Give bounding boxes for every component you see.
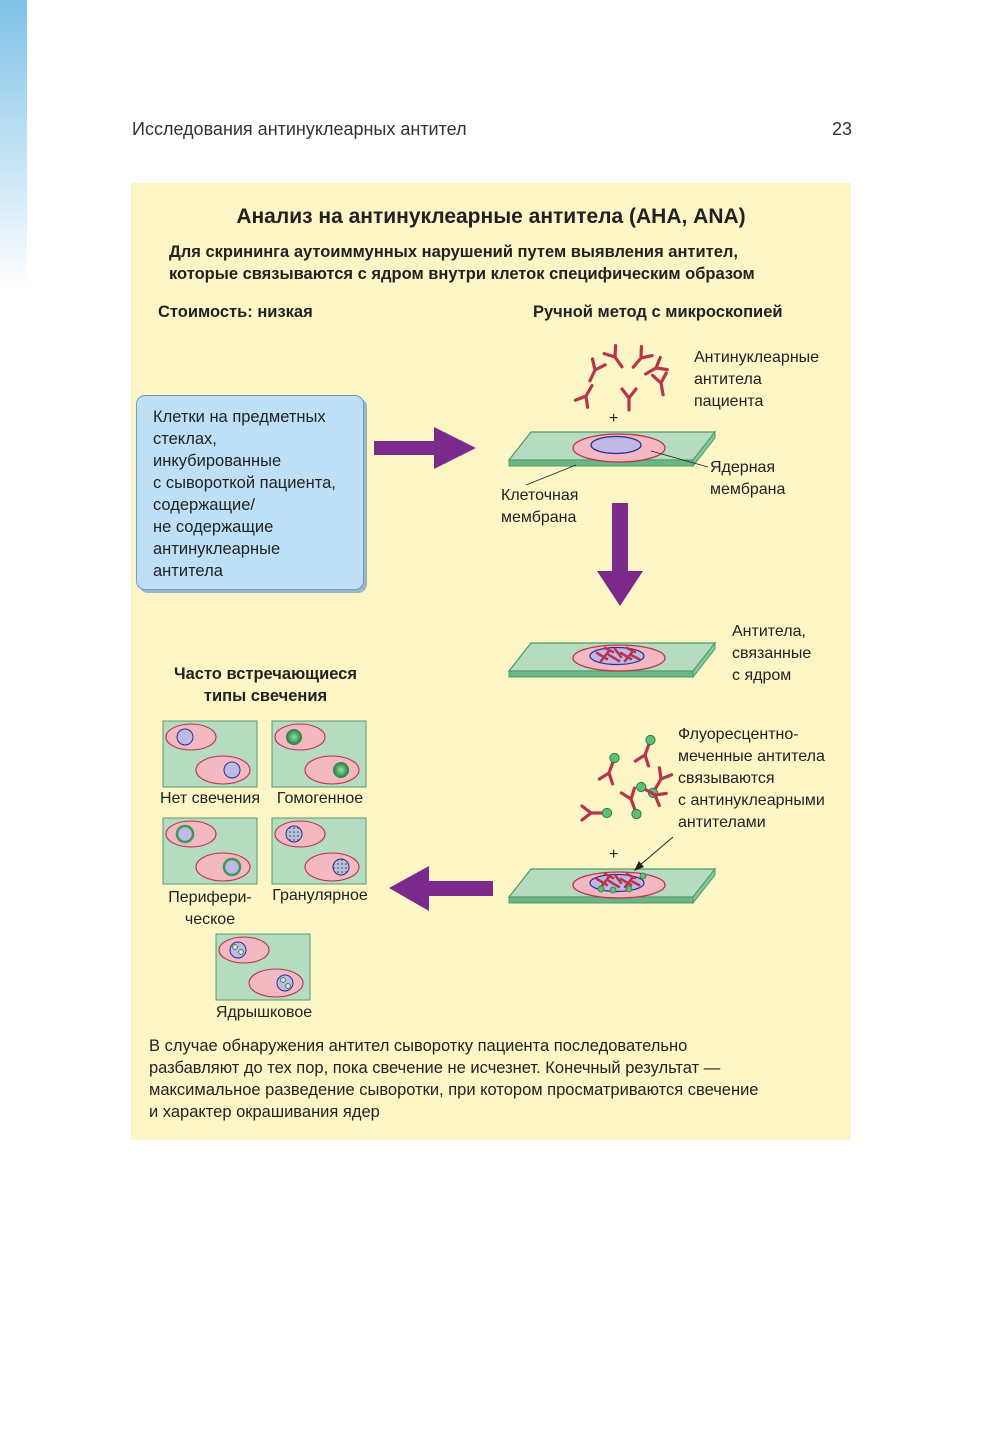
box-line: антитела [153,562,223,580]
purpose-line: которые связываются с ядром внутри клето… [169,265,755,283]
footer-line: максимальное разведение сыворотки, при к… [149,1081,759,1099]
fluorescent-pointer-arrow [634,836,674,871]
label-line: меченные антитела [678,748,825,765]
fluorescent-antibodies-label: Флуоресцентно- меченные антитела связыва… [678,724,825,834]
fluorescent-antibodies-icon [580,731,674,823]
diagram-title: Анализ на антинуклеарные антитела (АНА, … [236,205,746,228]
footer-line: разбавляют до тех пор, пока свечение не … [149,1059,721,1077]
heading-line: Часто встречающиеся [174,665,357,683]
label-line: связанные [732,645,812,662]
bound-antibodies-label: Антитела, связанные с ядром [732,621,811,687]
cell-membrane-label: Клеточная мембрана [501,485,578,529]
slide-fluorescent-icon [508,868,716,904]
pattern-tile-nucleolar [215,933,311,1001]
pattern-tile-homogeneous [271,720,367,788]
box-line: антинуклеарные [153,540,281,558]
input-description-box: Клетки на предметных стеклах, инкубирова… [136,395,364,590]
method-label: Ручной метод с микроскопией [533,303,783,321]
heading-line: типы свечения [203,687,328,705]
pattern-tile-granular [271,817,367,885]
nuclear-membrane-label: Ядерная мембрана [710,457,785,501]
purpose-text: Для скрининга аутоиммунных нарушений пут… [169,241,755,285]
box-line: не содержащие [153,518,274,536]
pattern-caption-homogeneous: Гомогенное [276,790,364,807]
label-line: Клеточная [501,487,579,504]
caption-line: Перифери- [168,889,252,906]
pattern-caption-peripheral: Перифери- ческое [143,887,277,931]
arrow-down [597,503,643,606]
slide-bound-antibodies-icon [508,642,716,678]
caption-line: ческое [184,911,236,928]
box-line: инкубированные [153,452,282,470]
diagram-graphics [162,344,716,1001]
slide-with-cell-icon [508,431,716,467]
pattern-caption-granular: Гранулярное [272,887,368,904]
page-number: 23 [831,119,852,139]
pattern-caption-none: Нет свечения [159,790,261,807]
box-line: стеклах, [153,430,217,448]
purpose-line: Для скрининга аутоиммунных нарушений пут… [169,243,738,261]
label-line: с ядром [732,667,792,684]
pattern-caption-nucleolar: Ядрышковое [215,1004,313,1021]
label-line: Ядерная [710,459,776,476]
running-title: Исследования антинуклеарных антител [132,119,467,139]
footer-note: В случае обнаружения антител сыворотку п… [149,1035,758,1123]
side-color-strip [0,0,27,290]
plus-sign-2: + [609,846,619,863]
label-line: Флуоресцентно- [678,726,799,743]
footer-line: и характер окрашивания ядер [149,1103,380,1121]
label-line: с антинуклеарными [678,792,825,809]
label-line: пациента [694,393,764,410]
arrow-right [374,427,476,469]
footer-line: В случае обнаружения антител сыворотку п… [149,1037,688,1055]
patient-antibodies-label: Антинуклеарные антитела пациента [694,347,819,413]
free-antibodies-icon [573,344,672,412]
box-line: содержащие/ [153,496,255,514]
label-line: Антитела, [732,623,806,640]
label-line: мембрана [501,509,577,526]
box-line: Клетки на предметных [153,408,326,426]
arrow-left [389,866,493,911]
pattern-tile-none [162,720,258,788]
box-line: с сывороткой пациента, [153,474,336,492]
label-line: антитела [694,371,762,388]
label-line: связываются [678,770,775,787]
plus-sign: + [609,410,619,427]
pattern-tile-peripheral [162,817,258,885]
label-line: Антинуклеарные [694,349,820,366]
label-line: мембрана [710,481,786,498]
cell-membrane-leader [525,464,577,486]
label-line: антителами [678,814,766,831]
nuclear-membrane-leader [650,450,709,468]
ana-diagram-panel: Анализ на антинуклеарные антитела (АНА, … [131,183,851,1140]
cost-label: Стоимость: низкая [158,303,313,321]
patterns-heading: Часто встречающиеся типы свечения [153,663,378,707]
